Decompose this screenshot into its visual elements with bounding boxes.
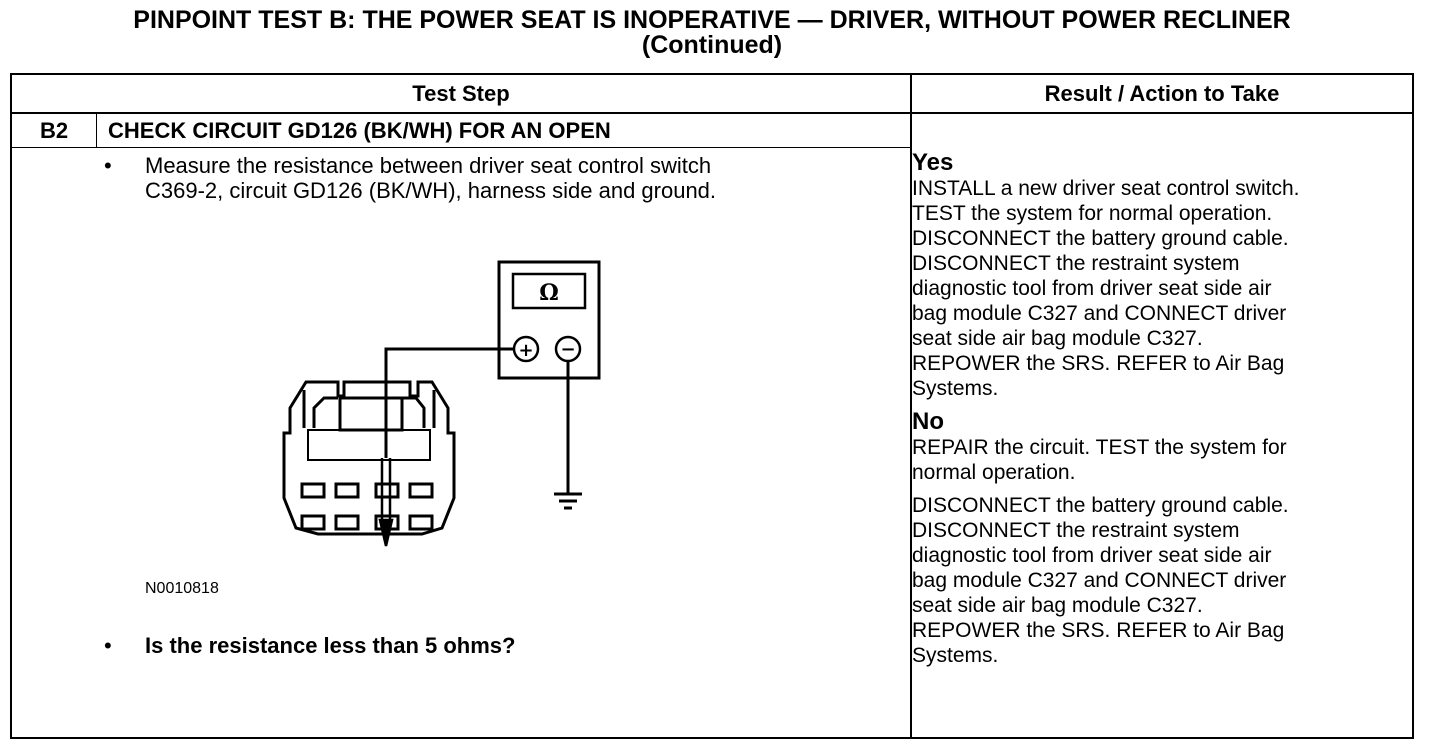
minus-symbol: −	[560, 339, 575, 360]
no-line: normal operation.	[912, 461, 1076, 484]
figure-code: N0010818	[145, 580, 219, 597]
ohmmeter-body	[497, 260, 601, 380]
yes-line: REPOWER the SRS. REFER to Air Bag	[912, 352, 1285, 375]
instruction-line-2: C369-2, circuit GD126 (BK/WH), harness s…	[145, 178, 717, 203]
yes-line: seat side air bag module C327.	[912, 327, 1203, 350]
bullet-icon: •	[104, 633, 112, 658]
step-id: B2	[39, 118, 69, 143]
result-column: Yes INSTALL a new driver seat control sw…	[912, 76, 1392, 668]
plus-symbol: +	[518, 340, 533, 361]
positive-test-lead	[384, 347, 514, 458]
yes-actions: INSTALL a new driver seat control switch…	[912, 176, 1392, 401]
ground-icon	[554, 492, 582, 510]
question-text: Is the resistance less than 5 ohms?	[145, 633, 516, 658]
yes-line: bag module C327 and CONNECT driver	[912, 302, 1287, 325]
no-line: seat side air bag module C327.	[912, 594, 1203, 617]
test-step-header: Test Step	[412, 81, 510, 106]
no-line: diagnostic tool from driver seat side ai…	[912, 544, 1272, 567]
yes-line: INSTALL a new driver seat control switch…	[912, 177, 1300, 200]
no-line: bag module C327 and CONNECT driver	[912, 569, 1287, 592]
header-divider	[12, 112, 1412, 114]
column-divider	[910, 75, 912, 737]
step-heading: CHECK CIRCUIT GD126 (BK/WH) FOR AN OPEN	[108, 118, 611, 143]
no-line: DISCONNECT the battery ground cable.	[912, 494, 1289, 517]
no-line: Systems.	[912, 644, 999, 667]
connector-cavities-bottom	[300, 514, 434, 531]
no-actions: REPAIR the circuit. TEST the system for …	[912, 435, 1392, 668]
step-id-divider	[96, 114, 97, 147]
bullet-icon: •	[104, 153, 112, 178]
ohmmeter-display	[511, 272, 587, 310]
step-heading-divider	[12, 147, 910, 148]
yes-line: TEST the system for normal operation.	[912, 202, 1273, 225]
result-header: Result / Action to Take	[1044, 81, 1280, 106]
yes-label: Yes	[912, 149, 954, 176]
probe-tip-icon	[378, 458, 394, 547]
yes-line: Systems.	[912, 377, 999, 400]
no-label: No	[912, 408, 944, 435]
no-line: DISCONNECT the restraint system	[912, 519, 1240, 542]
no-line: REPOWER the SRS. REFER to Air Bag	[912, 619, 1285, 642]
ohmmeter-diagram: Ω + −	[282, 260, 601, 547]
instruction-line-1: Measure the resistance between driver se…	[145, 153, 712, 178]
pinpoint-table: Test Step Result / Action to Take B2 CHE…	[10, 73, 1414, 739]
yes-line: DISCONNECT the restraint system	[912, 252, 1240, 275]
yes-line: DISCONNECT the battery ground cable.	[912, 227, 1289, 250]
yes-line: diagnostic tool from driver seat side ai…	[912, 277, 1272, 300]
title-continued: (Continued)	[641, 31, 783, 59]
ohm-symbol: Ω	[539, 280, 559, 306]
connector-c369	[282, 380, 456, 536]
title-main: PINPOINT TEST B: THE POWER SEAT IS INOPE…	[133, 6, 1291, 34]
page-title: PINPOINT TEST B: THE POWER SEAT IS INOPE…	[0, 8, 1424, 58]
no-line: REPAIR the circuit. TEST the system for	[912, 436, 1287, 459]
